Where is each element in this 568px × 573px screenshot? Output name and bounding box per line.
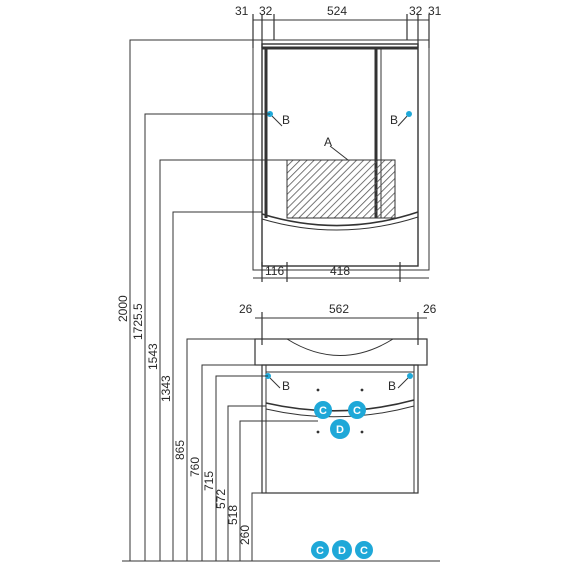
top-bottom-width-418: 418 — [330, 264, 350, 278]
floor-badge-d: D — [332, 540, 352, 560]
mount-dots — [316, 388, 364, 434]
height-572: 572 — [214, 489, 228, 509]
anchor-point-b-top-right — [406, 111, 412, 117]
label-b-bottom-right: B — [388, 379, 396, 393]
top-width-31-left: 31 — [235, 4, 249, 18]
svg-text:C: C — [353, 405, 361, 417]
height-715: 715 — [202, 471, 216, 491]
height-518: 518 — [226, 505, 240, 525]
badge-c-left: C — [314, 401, 332, 419]
svg-text:C: C — [360, 545, 368, 557]
top-width-524: 524 — [327, 4, 347, 18]
label-a: A — [324, 135, 332, 149]
svg-text:D: D — [338, 545, 346, 557]
bottom-cabinet — [254, 312, 428, 494]
height-labels: 2000 1725.5 1543 1343 865 760 715 572 51… — [116, 295, 252, 545]
top-cabinet — [252, 14, 430, 282]
bottom-width-26-right: 26 — [423, 302, 437, 316]
top-width-32-right: 32 — [409, 4, 423, 18]
svg-text:D: D — [336, 424, 344, 436]
svg-text:C: C — [319, 405, 327, 417]
height-1543: 1543 — [146, 343, 160, 370]
label-b-bottom-left: B — [282, 379, 290, 393]
bottom-width-26-left: 26 — [239, 302, 253, 316]
top-width-32-left: 32 — [259, 4, 273, 18]
height-865: 865 — [173, 440, 187, 460]
height-760: 760 — [188, 457, 202, 477]
floor-badge-c-right: C — [355, 541, 373, 559]
anchor-point-b-bottom-right — [407, 373, 413, 379]
badge-c-right: C — [348, 401, 366, 419]
height-dimension-lines — [122, 39, 440, 562]
height-1725-5: 1725.5 — [131, 303, 145, 340]
height-260: 260 — [238, 525, 252, 545]
top-width-31-right: 31 — [428, 4, 442, 18]
height-1343: 1343 — [159, 375, 173, 402]
bottom-width-562: 562 — [329, 302, 349, 316]
svg-text:C: C — [316, 545, 324, 557]
floor-badge-c-left: C — [311, 541, 329, 559]
badge-d: D — [330, 419, 350, 439]
label-b-top-right: B — [390, 113, 398, 127]
label-b-top-left: B — [282, 113, 290, 127]
height-2000: 2000 — [116, 295, 130, 322]
top-bottom-width-116: 116 — [265, 264, 284, 278]
